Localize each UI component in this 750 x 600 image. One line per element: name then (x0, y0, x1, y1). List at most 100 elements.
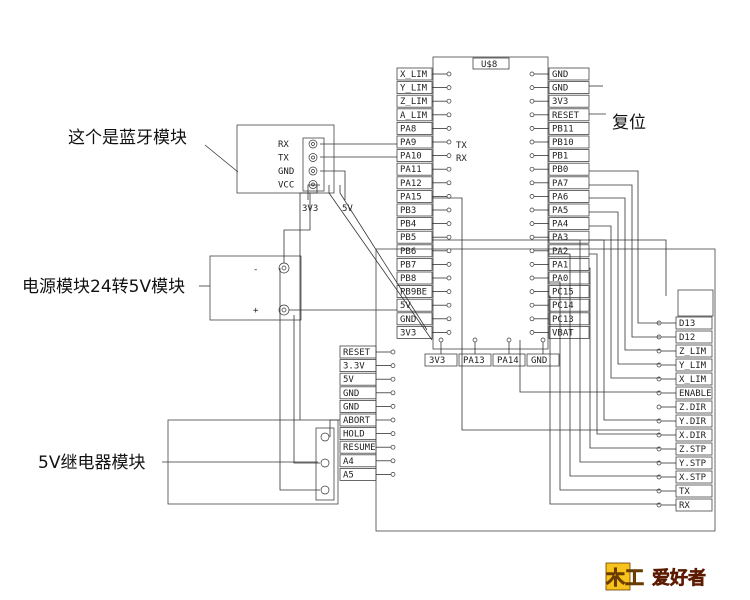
mcu-left-pin-dot (446, 85, 452, 90)
power-minus-terminal-core (281, 265, 287, 271)
mcu-right-pin-pa6: PA6 (552, 192, 568, 202)
mcu-right-pin-dot (529, 194, 535, 199)
bluetooth-5v-label: 5V (342, 204, 353, 214)
mcu-left-pin-dot (446, 166, 452, 172)
bluetooth-pin-terminal-core (311, 142, 315, 146)
mcu-left-pin-a-lim: A_LIM (400, 111, 428, 121)
bluetooth-pin-vcc: VCC (278, 181, 294, 191)
logo-part2: 爱好者 (652, 567, 706, 589)
mcu-left-pin-dot (446, 98, 452, 104)
cnc-right-pin-y-lim: Y_LIM (679, 361, 707, 371)
bluetooth-pin-terminal-core (311, 169, 315, 173)
mcu-right-pin-dot (529, 180, 535, 186)
mcu-right-pin-dot (529, 85, 535, 90)
mcu-left-pin-dot (446, 234, 452, 240)
mcu-right-pin-vbat: VBAT (552, 328, 574, 338)
mcu-right-pin-dot (529, 289, 535, 294)
mcu-bottom-pin-dot (506, 337, 512, 343)
mcu-left-pin-dot (446, 248, 452, 254)
mcu-right-pin-pa0: PA0 (552, 274, 568, 284)
power-plus-terminal-core (281, 307, 287, 313)
cnc-left-pin-dot (390, 417, 396, 423)
cnc-left-pin-gnd: GND (343, 402, 359, 412)
mcu-left-pin-dot (446, 302, 452, 308)
mcu-right-pin-dot (529, 166, 535, 172)
cnc-right-pins: D13D12Z_LIMY_LIMX_LIMENABLEZ.DIRY.DIRX.D… (656, 316, 713, 512)
mcu-right-pin-pa4: PA4 (552, 220, 568, 230)
mcu-left-pin-pb4: PB4 (400, 220, 416, 230)
mcu-bottom-pin-pa14: PA14 (497, 356, 519, 366)
mcu-left-pin-dot (446, 330, 452, 335)
mcu-right-pin-dot (529, 221, 535, 226)
cnc-left-pin-dot (390, 390, 396, 396)
cnc-right-pin-enable: ENABLE (679, 389, 712, 399)
mcu-right-pin-dot (529, 71, 535, 77)
mcu-right-pin-pc13: PC13 (552, 315, 574, 325)
mcu-left-pin-pb7: PB7 (400, 260, 416, 270)
cnc-right-pin-tx: TX (679, 487, 690, 497)
mcu-right-pin-pa3: PA3 (552, 233, 568, 243)
mcu-left-pin-pb3: PB3 (400, 206, 416, 216)
mcu-left-pin-dot (446, 180, 452, 186)
mcu-right-pin-dot (529, 112, 535, 118)
mcu-left-pin-pa15: PA15 (400, 192, 422, 202)
cnc-left-pin-dot (390, 404, 396, 409)
mcu-rx-label: RX (456, 154, 467, 164)
mcu-left-pin-gnd: GND (400, 315, 416, 325)
mcu-left-pin-pa8: PA8 (400, 124, 416, 134)
mcu-bottom-pin-3v3: 3V3 (429, 356, 445, 366)
mcu-left-pin-pa9: PA9 (400, 138, 416, 148)
cnc-right-pin-x-lim: X_LIM (679, 375, 707, 385)
bluetooth-pin-rx: RX (278, 140, 289, 150)
mcu-right-pin-dot (529, 139, 535, 145)
wires (279, 85, 667, 505)
cnc-right-pin-dot (656, 404, 662, 410)
mcu-left-pin-pb6: PB6 (400, 247, 416, 257)
mcu-right-pin-pb1: PB1 (552, 152, 568, 162)
mcu-left-pin-dot (446, 112, 452, 118)
mcu-right-pin-pc14: PC14 (552, 301, 574, 311)
mcu-right-pin-pa5: PA5 (552, 206, 568, 216)
mcu-left-pin-dot (446, 71, 452, 77)
mcu-right-pin-dot (529, 262, 535, 267)
mcu-right-pin-dot (529, 98, 535, 104)
logo-badge (605, 562, 631, 591)
cnc-left-pin-gnd: GND (343, 389, 359, 399)
mcu-right-pin-reset: RESET (552, 111, 580, 121)
cnc-left-pin-abort: ABORT (343, 416, 371, 426)
mcu-left-pin-dot (446, 139, 452, 145)
mcu-left-pin-pb8: PB8 (400, 274, 416, 284)
mcu-left-pin-y-lim: Y_LIM (400, 84, 428, 94)
mcu-right-pin-dot (529, 330, 535, 335)
relay-terminal-3 (320, 485, 330, 495)
mcu-left-pin-dot (446, 207, 452, 213)
mcu-right-pin-pa7: PA7 (552, 179, 568, 189)
cnc-left-pin-dot (390, 349, 396, 355)
mcu-left-pin-dot (446, 316, 452, 322)
cnc-right-pin-x-dir: X.DIR (679, 431, 707, 441)
cnc-right-pin-rx: RX (679, 501, 690, 511)
mcu-tx-label: TX (456, 141, 467, 151)
mcu-left-pin-dot (446, 153, 452, 158)
mcu-right-pin-3v3: 3V3 (552, 97, 568, 107)
cnc-left-pin-hold: HOLD (343, 430, 365, 440)
mcu-left-pin-5v: 5V (400, 301, 411, 311)
mcu-left-pin-pb9be: PB9BE (400, 288, 427, 298)
relay-terminal-1 (320, 432, 330, 442)
site-logo: 木工 爱好者 (605, 562, 706, 591)
cnc-left-pin-a5: A5 (343, 470, 354, 480)
mcu-left-pin-pa11: PA11 (400, 165, 422, 175)
relay-module (167, 419, 339, 505)
mcu-left-pin-pa10: PA10 (400, 152, 422, 162)
mcu-right-pin-dot (529, 234, 535, 240)
cnc-left-pin-dot (390, 376, 396, 382)
logo-part1: 木工 (605, 566, 644, 589)
mcu-right-pin-pb11: PB11 (552, 124, 574, 134)
cnc-left-pin-dot (390, 458, 396, 464)
mcu-right-pin-dot (529, 275, 535, 281)
mcu-bottom-pin-dot (540, 337, 546, 343)
mcu-left-pin-3v3: 3V3 (400, 328, 416, 338)
cnc-left-pin-3-3v: 3.3V (343, 362, 365, 372)
